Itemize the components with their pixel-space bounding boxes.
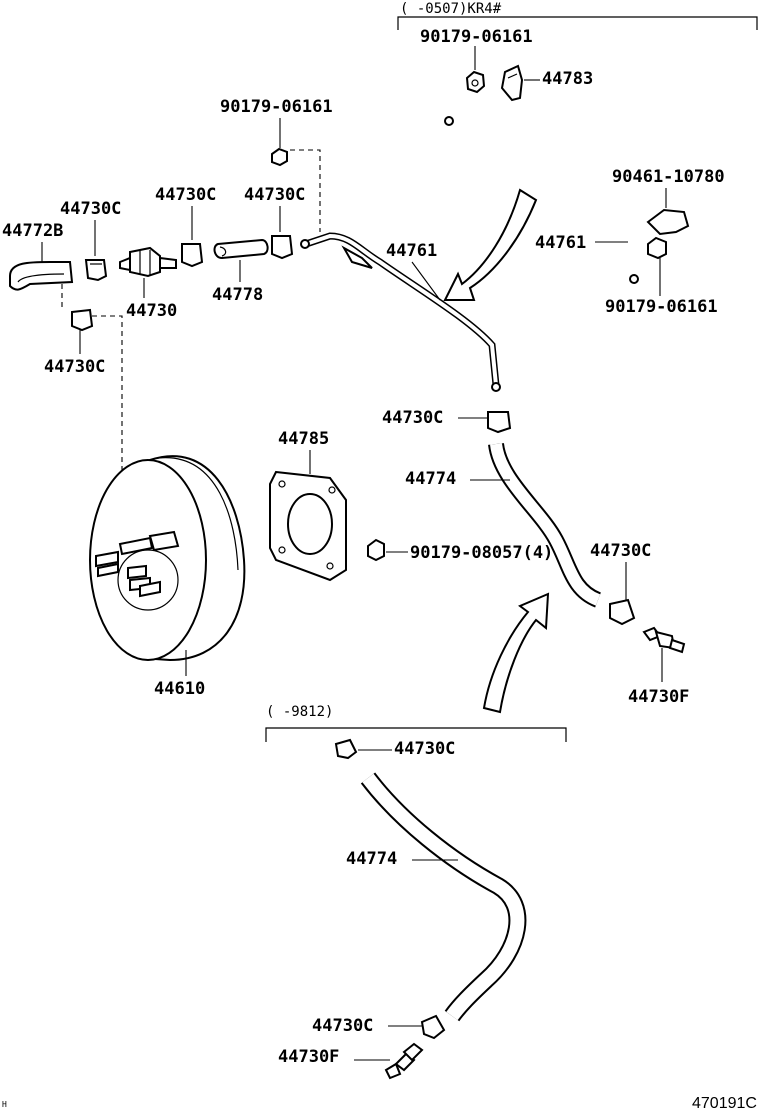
label-clip-b: 44730C bbox=[155, 185, 216, 205]
label-hose-short: 44778 bbox=[212, 285, 263, 305]
check-valve-part bbox=[642, 626, 686, 654]
label-check-valve-bottom: 44730F bbox=[278, 1047, 339, 1067]
label-nut-gasket: 90179-08057(4) bbox=[410, 543, 553, 563]
label-clip-d: 44730C bbox=[44, 357, 105, 377]
label-nut-right: 90179-06161 bbox=[605, 297, 718, 317]
label-clip-f: 44730C bbox=[590, 541, 651, 561]
label-booster: 44610 bbox=[154, 679, 205, 699]
check-valve-bottom-part bbox=[384, 1042, 424, 1080]
hose-mid-part bbox=[488, 442, 602, 608]
corner-mark: H bbox=[2, 1100, 7, 1109]
label-clip-a: 44730C bbox=[60, 199, 121, 219]
clamp-right-part bbox=[646, 208, 690, 236]
label-nut-top: 90179-06161 bbox=[420, 27, 533, 47]
nut-mid-part bbox=[271, 147, 288, 167]
label-hose-bottom: 44774 bbox=[346, 849, 397, 869]
range-9812-bracket: ( -9812) bbox=[265, 704, 567, 742]
nut-top-part bbox=[465, 70, 486, 94]
label-valve: 44730 bbox=[126, 301, 177, 321]
clip-b-part bbox=[181, 243, 204, 268]
label-clip-e: 44730C bbox=[382, 408, 443, 428]
label-clip-g: 44730C bbox=[394, 739, 455, 759]
clip-c-part bbox=[271, 235, 294, 260]
flow-arrow-mid bbox=[482, 592, 550, 714]
clamp-44783-part bbox=[500, 64, 524, 102]
tube-right-part bbox=[444, 116, 639, 284]
hose-left-part bbox=[9, 261, 74, 291]
brake-booster-part bbox=[89, 455, 246, 662]
kr4-range-label: ( -0507)KR4# bbox=[400, 1, 502, 17]
clip-f-part bbox=[609, 598, 636, 626]
range-9812-label: ( -9812) bbox=[266, 704, 333, 720]
clip-h-part bbox=[420, 1014, 446, 1040]
label-gasket: 44785 bbox=[278, 429, 329, 449]
label-tube-center: 44761 bbox=[386, 241, 437, 261]
clip-d-part bbox=[71, 308, 94, 332]
label-hose-left: 44772B bbox=[2, 221, 63, 241]
label-tube-right: 44761 bbox=[535, 233, 586, 253]
clip-g-part bbox=[334, 738, 358, 760]
nut-gasket-part bbox=[367, 538, 385, 562]
label-check-valve: 44730F bbox=[628, 687, 689, 707]
hose-bottom-part bbox=[360, 772, 527, 1022]
figure-code: 470191C bbox=[692, 1095, 757, 1112]
label-nut-mid: 90179-06161 bbox=[220, 97, 333, 117]
tube-center-part bbox=[300, 232, 501, 392]
label-clip-h: 44730C bbox=[312, 1016, 373, 1036]
nut-right-part bbox=[647, 236, 667, 260]
valve-part bbox=[119, 246, 177, 278]
label-clamp-right: 90461-10780 bbox=[612, 167, 725, 187]
label-clamp-top: 44783 bbox=[542, 69, 593, 89]
label-hose-mid: 44774 bbox=[405, 469, 456, 489]
hose-short-part bbox=[213, 238, 269, 260]
flow-arrow-top bbox=[443, 188, 538, 301]
label-clip-c: 44730C bbox=[244, 185, 305, 205]
clip-a-part bbox=[84, 259, 108, 282]
gasket-part bbox=[269, 470, 347, 582]
clip-e-part bbox=[487, 411, 512, 434]
kr4-bracket: ( -0507)KR4# bbox=[397, 1, 758, 30]
